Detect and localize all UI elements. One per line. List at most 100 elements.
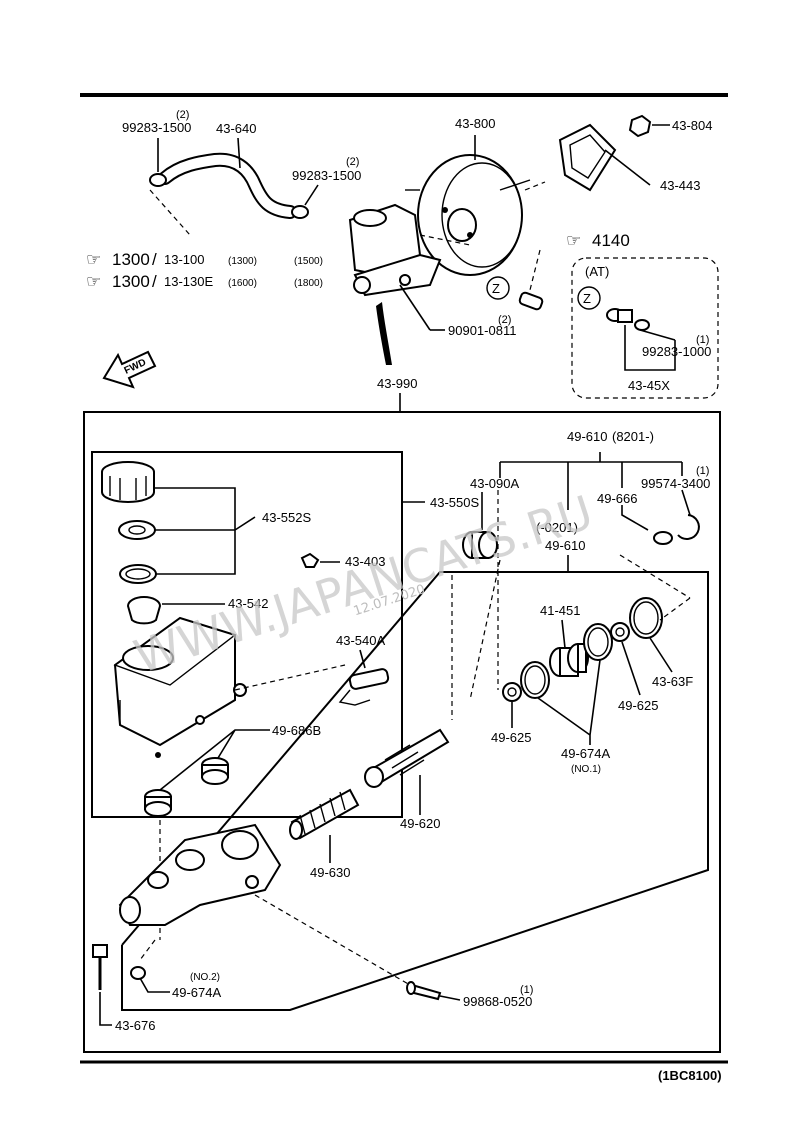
qty-99868-0520: (1): [520, 984, 533, 996]
leader-49-625-b: [621, 641, 641, 696]
leader-49-674a-a: [537, 659, 601, 745]
qty-90901-0811: (2): [498, 314, 511, 326]
ref2-eng2: (1800): [294, 278, 323, 289]
part-41-451: 41-451: [540, 603, 580, 618]
at-box-label: (AT): [585, 264, 609, 279]
ref-line-2: ☞ 1300 / 13-130E (1600) (1800): [86, 272, 323, 291]
part-49-625-b: 49-625: [618, 698, 658, 713]
ref-line-1: ☞ 1300 / 13-100 (1300) (1500): [86, 250, 323, 269]
fwd-arrow-icon: FWD: [102, 350, 157, 389]
at-box: [571, 257, 719, 399]
cap-seal-icon: [118, 520, 156, 540]
hose-clamp-icon: [149, 173, 167, 187]
union-fitting-icon: [606, 308, 650, 331]
at-leader: [624, 325, 676, 371]
qty-99283-1500-a: (2): [176, 109, 189, 121]
ref2-page: 13-130E: [164, 274, 213, 289]
leader-49-686b: [159, 729, 270, 791]
clip-icon: [300, 552, 320, 568]
part-43-090a: 43-090A: [470, 476, 519, 491]
part-49-674a-a-note: (NO.1): [571, 764, 601, 775]
piston-cup-icon: [610, 622, 630, 642]
part-49-686b: 49-686B: [272, 723, 321, 738]
qty-99283-1000: (1): [696, 334, 709, 346]
leader-41-451: [561, 619, 566, 649]
svg-text:Z: Z: [583, 291, 591, 306]
o-ring-icon: [520, 661, 550, 699]
hand-pointer-icon: ☞: [86, 250, 101, 269]
part-49-674a-b-note: (NO.2): [190, 972, 220, 983]
ref1-eng1: (1300): [228, 256, 257, 267]
part-43-804: 43-804: [672, 118, 712, 133]
o-ring-icon: [629, 597, 663, 639]
pin-icon: [518, 291, 544, 311]
part-49-625-a: 49-625: [491, 730, 531, 745]
part-49-666: 49-666: [597, 491, 637, 506]
part-43-550s: 43-550S: [430, 495, 479, 510]
part-43-542: 43-542: [228, 596, 268, 611]
master-cylinder-icon: [348, 203, 442, 297]
bolt-icon: [92, 944, 108, 990]
circle-z-icon: Z: [486, 276, 510, 300]
part-43-403: 43-403: [345, 554, 385, 569]
circle-z-at-icon: Z: [577, 286, 601, 310]
reservoir-subbox: [91, 451, 403, 818]
svg-text:Z: Z: [492, 281, 500, 296]
diagram-code: (1BC8100): [658, 1068, 722, 1083]
part-49-630: 49-630: [310, 865, 350, 880]
level-sensor-icon: [338, 668, 390, 706]
part-49-610-b: 49-610: [545, 538, 585, 553]
qty-99574-3400: (1): [696, 465, 709, 477]
ref-line-3: ☞ 4140: [566, 231, 630, 250]
part-99283-1500-a: 99283-1500: [122, 120, 191, 135]
part-43-63f: 43-63F: [652, 674, 693, 689]
ref1-code: 1300: [112, 250, 150, 269]
part-99868-0520: 99868-0520: [463, 994, 532, 1009]
ref1-page: 13-100: [164, 252, 204, 267]
svg-text:/: /: [152, 250, 157, 269]
vacuum-hose-icon: [158, 152, 297, 219]
part-49-674a-b: 49-674A: [172, 985, 221, 1000]
strainer-icon: [126, 596, 162, 625]
part-49-610-a: 49-610: [567, 429, 607, 444]
ref2-eng1: (1600): [228, 278, 257, 289]
watermark: WWW.JAPANCATS.RU: [128, 485, 600, 684]
o-ring-icon: [130, 966, 146, 980]
master-cylinder-body-icon: [118, 823, 282, 926]
part-49-610-b-range: (-0201): [536, 520, 578, 535]
leader-49-610: [499, 452, 691, 531]
o-ring-icon: [119, 564, 157, 584]
part-43-640: 43-640: [216, 121, 256, 136]
part-43-552s: 43-552S: [262, 510, 311, 525]
snap-ring-icon: [677, 514, 700, 540]
part-43-540a: 43-540A: [336, 633, 385, 648]
part-43-443: 43-443: [660, 178, 700, 193]
hose-clamp-icon: [291, 205, 309, 219]
primary-piston-icon: [364, 728, 450, 788]
screw-icon: [406, 981, 442, 1001]
o-ring-icon: [583, 623, 613, 661]
grommet-icon: [201, 757, 229, 785]
leader-lines-upper: [149, 124, 670, 331]
hand-pointer-icon: ☞: [566, 231, 581, 250]
part-43-45x: 43-45X: [628, 378, 670, 393]
svg-text:/: /: [152, 272, 157, 291]
nut-icon: [628, 114, 652, 138]
secondary-piston-icon: [549, 643, 589, 677]
qty-99283-1500-b: (2): [346, 156, 359, 168]
part-43-676: 43-676: [115, 1018, 155, 1033]
part-99574-3400: 99574-3400: [641, 476, 710, 491]
part-49-674a-a: 49-674A: [561, 746, 610, 761]
washer-icon: [653, 531, 673, 545]
part-43-800: 43-800: [455, 116, 495, 131]
part-99283-1000: 99283-1000: [642, 344, 711, 359]
piston-kit-frame: [121, 571, 709, 1011]
part-90901-0811: 90901-0811: [448, 323, 516, 338]
part-49-610-a-range: (8201-): [612, 429, 654, 444]
pointer-arrow-icon: [376, 302, 392, 365]
reservoir-tank-icon: [113, 616, 247, 758]
leader-43-552s: [155, 487, 256, 575]
gasket-icon: [558, 123, 617, 192]
leader-43-63f: [649, 637, 673, 673]
